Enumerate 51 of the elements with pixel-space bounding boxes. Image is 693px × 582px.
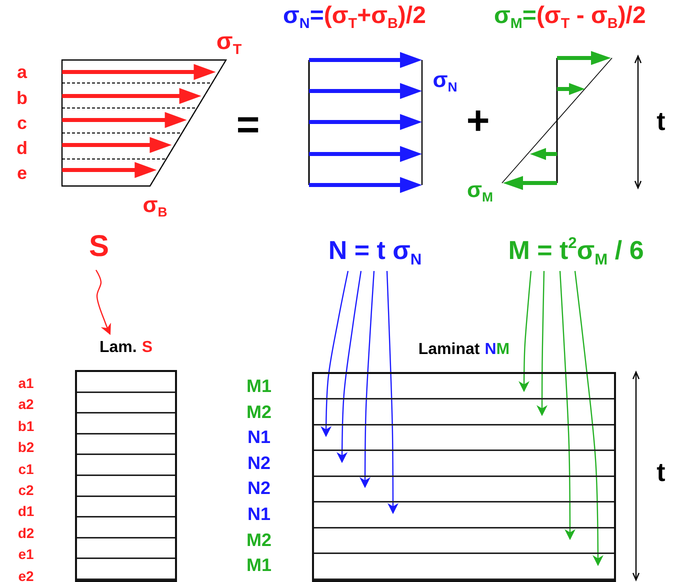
label: c2 — [18, 483, 34, 497]
label: d1 — [18, 504, 34, 518]
label: a — [17, 63, 27, 81]
arrow — [336, 270, 362, 464]
label: t — [656, 459, 666, 485]
formula: σ$_{N}$= — [283, 4, 324, 28]
label: a2 — [18, 397, 34, 412]
arrow — [320, 270, 349, 438]
formula: M = t$^{2}$σ$_{M}$ / 6 — [508, 237, 644, 263]
arrow — [518, 270, 532, 392]
label: σ$_{M}$ — [466, 179, 494, 201]
arrow — [536, 270, 548, 416]
label: d — [16, 139, 28, 157]
label: c1 — [18, 462, 34, 476]
arrow — [360, 270, 375, 488]
label: M1 — [246, 556, 272, 574]
label: e2 — [18, 568, 34, 582]
arrow — [559, 270, 576, 540]
label: e — [17, 164, 27, 182]
laminate-heading: Lam. — [100, 340, 137, 356]
plus-sign: + — [466, 101, 490, 141]
arrow — [95, 270, 111, 335]
equals-sign: = — [236, 105, 260, 145]
label: M2 — [246, 402, 272, 421]
label: N1 — [248, 505, 270, 523]
label: M2 — [246, 530, 272, 549]
label: c — [17, 114, 27, 132]
label: b — [16, 89, 28, 107]
label: M1 — [246, 377, 272, 395]
formula: (σ$_{T}$+σ$_{B}$)/2 — [324, 4, 426, 28]
label: a1 — [18, 376, 34, 390]
label: σ$_{B}$ — [142, 194, 168, 216]
heading-symbol: NM — [484, 342, 510, 358]
label: d2 — [18, 526, 34, 540]
label: σ$_{N}$ — [432, 69, 458, 91]
label: σ$_{T}$ — [216, 30, 242, 54]
symbol-label: S — [89, 232, 109, 262]
arrow — [386, 270, 398, 514]
formula: (σ$_{T}$ - σ$_{B}$)/2 — [536, 4, 646, 28]
label: b1 — [18, 418, 34, 433]
formula: σ$_{M}$= — [494, 4, 536, 28]
label: N1 — [248, 428, 270, 446]
laminate-heading: Laminat — [418, 342, 480, 358]
label: N2 — [248, 454, 270, 472]
heading-symbol: S — [142, 340, 152, 356]
formula: N = t σ$_{N}$ — [328, 237, 422, 263]
label: b2 — [18, 440, 34, 454]
label: N2 — [248, 479, 270, 498]
label: t — [656, 108, 666, 134]
arrow — [574, 270, 604, 566]
label: e1 — [18, 547, 34, 562]
